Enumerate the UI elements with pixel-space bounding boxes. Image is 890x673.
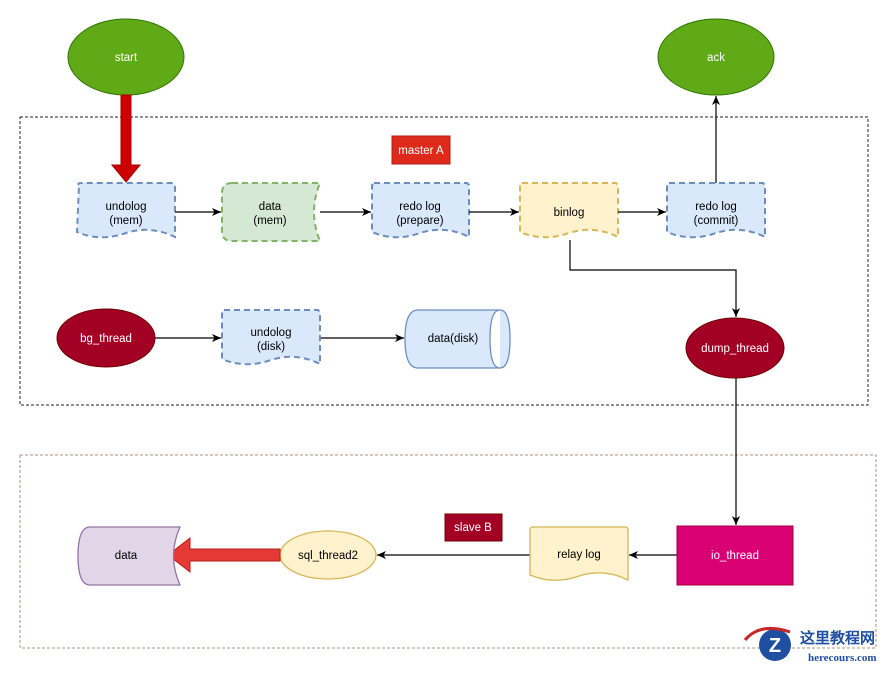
master-label: master A [391, 135, 451, 165]
watermark-logo: Z 这里教程网 herecours.com [743, 626, 877, 664]
start-node: start [67, 18, 185, 96]
slave-group [19, 454, 877, 649]
svg-text:redo log: redo log [695, 201, 737, 213]
svg-text:binlog: binlog [554, 207, 585, 219]
svg-text:(mem): (mem) [109, 215, 142, 227]
binlog-node: binlog [519, 182, 619, 239]
svg-text:slave B: slave B [454, 522, 492, 534]
connectors [155, 96, 740, 559]
svg-text:redo log: redo log [399, 201, 441, 213]
svg-text:Z: Z [769, 635, 781, 657]
svg-text:data: data [259, 201, 282, 213]
svg-text:relay log: relay log [557, 549, 600, 561]
dump-thread-node: dump_thread [685, 317, 785, 379]
svg-text:io_thread: io_thread [711, 550, 759, 562]
svg-text:start: start [115, 52, 138, 64]
svg-text:(mem): (mem) [253, 215, 286, 227]
redo-commit-node: redo log (commit) [666, 182, 766, 239]
svg-text:master A: master A [398, 145, 444, 157]
apply-arrow [167, 536, 281, 574]
sql-thread2-node: sql_thread2 [279, 530, 377, 580]
undolog-disk-node: undolog (disk) [221, 309, 321, 366]
svg-text:sql_thread2: sql_thread2 [298, 550, 358, 562]
data-mem-node: data (mem) [221, 182, 322, 242]
ack-node: ack [657, 18, 775, 96]
data-disk-node: data(disk) [404, 309, 511, 369]
data-node: data [77, 526, 182, 586]
svg-text:data: data [115, 550, 138, 562]
svg-text:(commit): (commit) [694, 215, 739, 227]
svg-text:(disk): (disk) [257, 341, 285, 353]
svg-text:(prepare): (prepare) [396, 215, 443, 227]
undolog-mem-node: undolog (mem) [75, 182, 176, 239]
svg-text:bg_thread: bg_thread [80, 333, 132, 345]
svg-text:undolog: undolog [251, 327, 292, 339]
svg-text:ack: ack [707, 52, 725, 64]
start-arrow [110, 94, 142, 183]
svg-text:undolog: undolog [106, 201, 147, 213]
svg-text:data(disk): data(disk) [428, 333, 479, 345]
svg-text:dump_thread: dump_thread [701, 343, 769, 355]
redo-prepare-node: redo log (prepare) [371, 182, 470, 239]
svg-text:herecours.com: herecours.com [808, 652, 877, 664]
io-thread-node: io_thread [676, 525, 794, 586]
svg-text:这里教程网: 这里教程网 [800, 629, 875, 647]
relay-log-node: relay log [529, 526, 629, 582]
bg-thread-node: bg_thread [56, 308, 156, 368]
master-group [19, 116, 869, 406]
slave-label: slave B [444, 513, 503, 542]
